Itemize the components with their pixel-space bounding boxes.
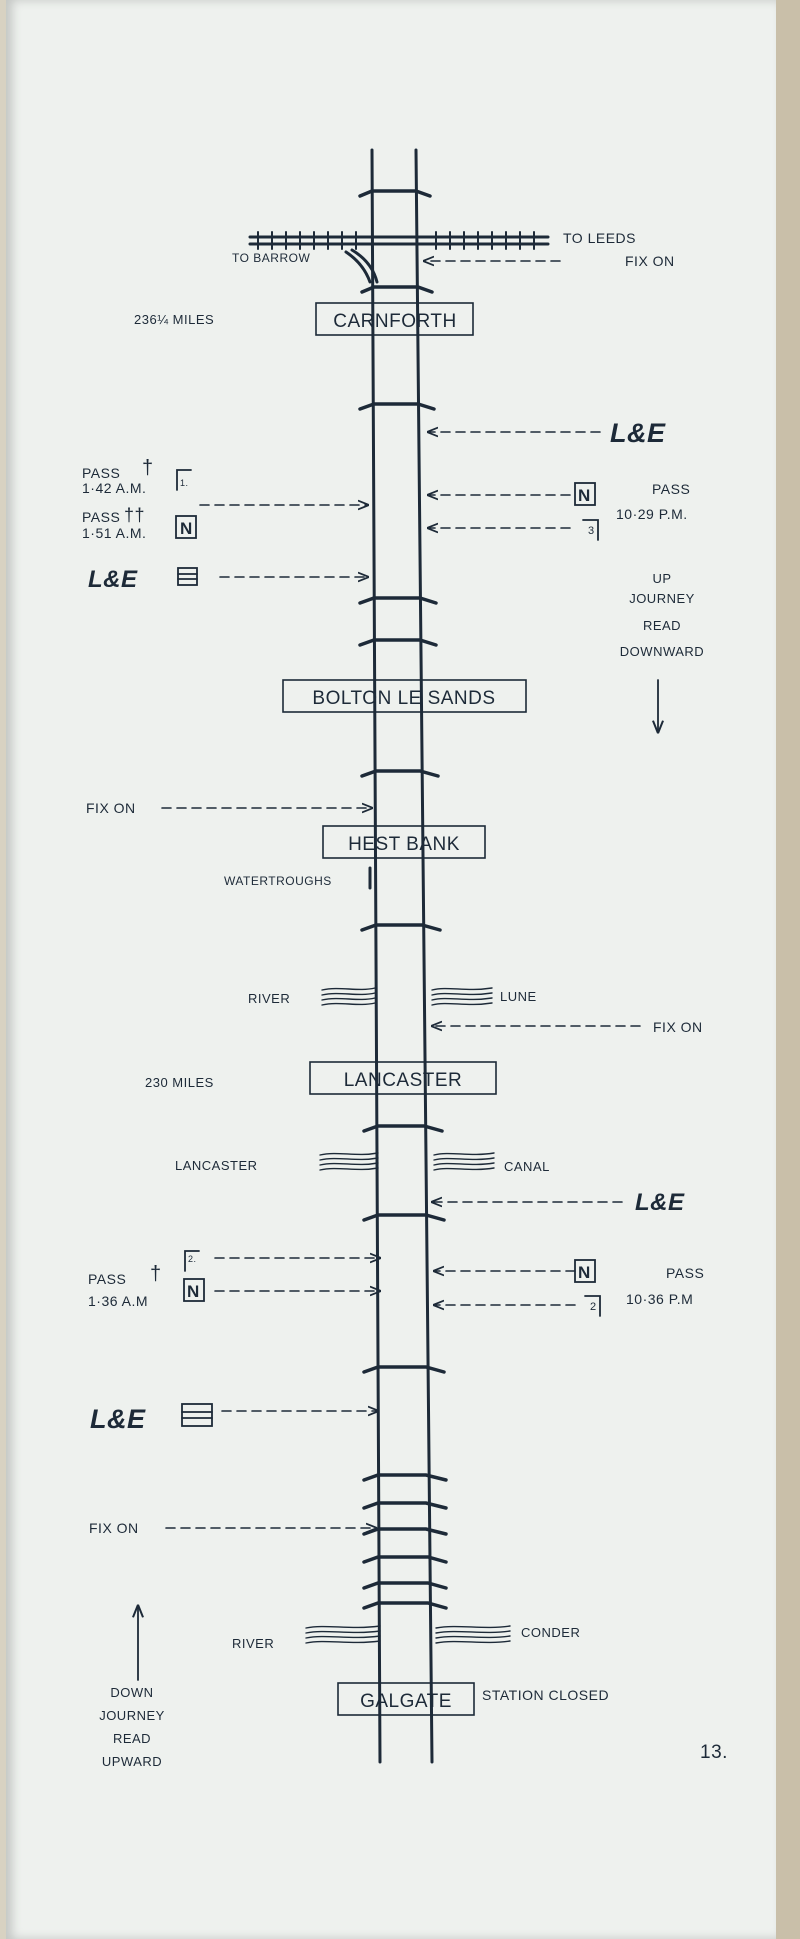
track-rail-left	[370, 148, 382, 1764]
barrow-curve	[344, 250, 372, 284]
station-closed-label: STATION CLOSED	[482, 1687, 609, 1703]
time-lancaster-left: 1·36 A.M	[88, 1293, 148, 1309]
river-label-1: RIVER	[248, 991, 290, 1006]
dagger-3: †	[150, 1263, 162, 1285]
station-box-carnforth	[315, 302, 474, 336]
marker-two: 2.	[188, 1254, 197, 1264]
milepost-lancaster: 230 MILES	[145, 1075, 214, 1090]
binding-edge	[0, 0, 8, 1939]
dagger-2: ††	[124, 505, 145, 525]
up-journey-line-3: READ	[643, 618, 681, 633]
up-journey-line-4: DOWNWARD	[620, 644, 704, 659]
to-leeds-label: TO LEEDS	[563, 230, 636, 246]
time-carnforth-2: 1·51 A.M.	[82, 525, 146, 541]
waterstroughs-label: WATERTROUGHS	[224, 874, 332, 888]
marker-n-2: N	[578, 486, 591, 505]
station-lancaster: LANCASTER	[344, 1070, 463, 1091]
leeds-branch	[248, 231, 550, 250]
marker-one: 1.	[180, 478, 189, 488]
station-box-hest-bank	[322, 825, 486, 859]
pass-label-1: PASS	[82, 465, 120, 481]
to-barrow-label: TO BARROW	[232, 251, 310, 265]
pass-label-4: PASS	[88, 1271, 126, 1287]
station-carnforth: CARNFORTH	[333, 311, 456, 332]
station-galgate: GALGATE	[360, 1691, 452, 1712]
pass-label-3: PASS	[652, 481, 690, 497]
down-journey-line-1: DOWN	[110, 1685, 153, 1700]
sign-icon-1	[177, 567, 198, 586]
marker-three: 3	[588, 525, 595, 537]
dagger-1: †	[142, 457, 154, 479]
le-mark-3: L&E	[635, 1189, 685, 1216]
time-lancaster-right: 10·36 P.M	[626, 1291, 693, 1307]
track-rail-right	[414, 148, 434, 1764]
pass-label-5: PASS	[666, 1265, 704, 1281]
down-journey-line-4: UPWARD	[102, 1754, 162, 1769]
direction-arrows	[138, 679, 658, 1681]
station-hest-bank: HEST BANK	[348, 834, 460, 855]
up-journey-line-2: JOURNEY	[629, 591, 695, 606]
fix-on-label-4: FIX ON	[89, 1520, 139, 1536]
condor-label: CONDER	[521, 1625, 580, 1640]
track-sleepers	[358, 189, 448, 1610]
fix-on-label-2: FIX ON	[86, 800, 136, 816]
pass-label-2: PASS	[82, 509, 120, 525]
marker-two-b: 2	[590, 1301, 597, 1313]
waterway-lines	[305, 987, 511, 1644]
marker-n-1: N	[180, 519, 193, 538]
lancaster-canal-label: LANCASTER	[175, 1158, 258, 1173]
canal-label: CANAL	[504, 1159, 550, 1174]
station-box-galgate	[337, 1682, 475, 1716]
fix-on-label-3: FIX ON	[653, 1019, 703, 1035]
marker-boxes	[175, 469, 601, 1427]
le-mark-1: L&E	[610, 418, 666, 448]
le-mark-2: L&E	[88, 566, 138, 593]
milepost-carnforth: 236¼ MILES	[134, 312, 214, 327]
time-carnforth-1: 1·42 A.M.	[82, 480, 146, 496]
fix-on-label-1: FIX ON	[625, 253, 675, 269]
station-box-lancaster	[309, 1061, 497, 1095]
up-journey-line-1: UP	[652, 571, 671, 586]
lune-label: LUNE	[500, 989, 537, 1004]
page-number: 13.	[700, 1742, 728, 1763]
station-box-bolton	[282, 679, 527, 713]
time-carnforth-right: 10·29 P.M.	[616, 506, 688, 522]
background-surface	[776, 0, 800, 1939]
marker-n-4: N	[578, 1263, 591, 1282]
down-journey-line-3: READ	[113, 1731, 151, 1746]
sign-icon-2	[181, 1403, 213, 1427]
river-label-2: RIVER	[232, 1636, 274, 1651]
indicator-arrows	[161, 261, 641, 1528]
marker-n-3: N	[187, 1282, 200, 1301]
down-journey-line-2: JOURNEY	[99, 1708, 165, 1723]
le-mark-4: L&E	[90, 1404, 146, 1434]
station-bolton-le-sands: BOLTON LE SANDS	[312, 688, 495, 709]
